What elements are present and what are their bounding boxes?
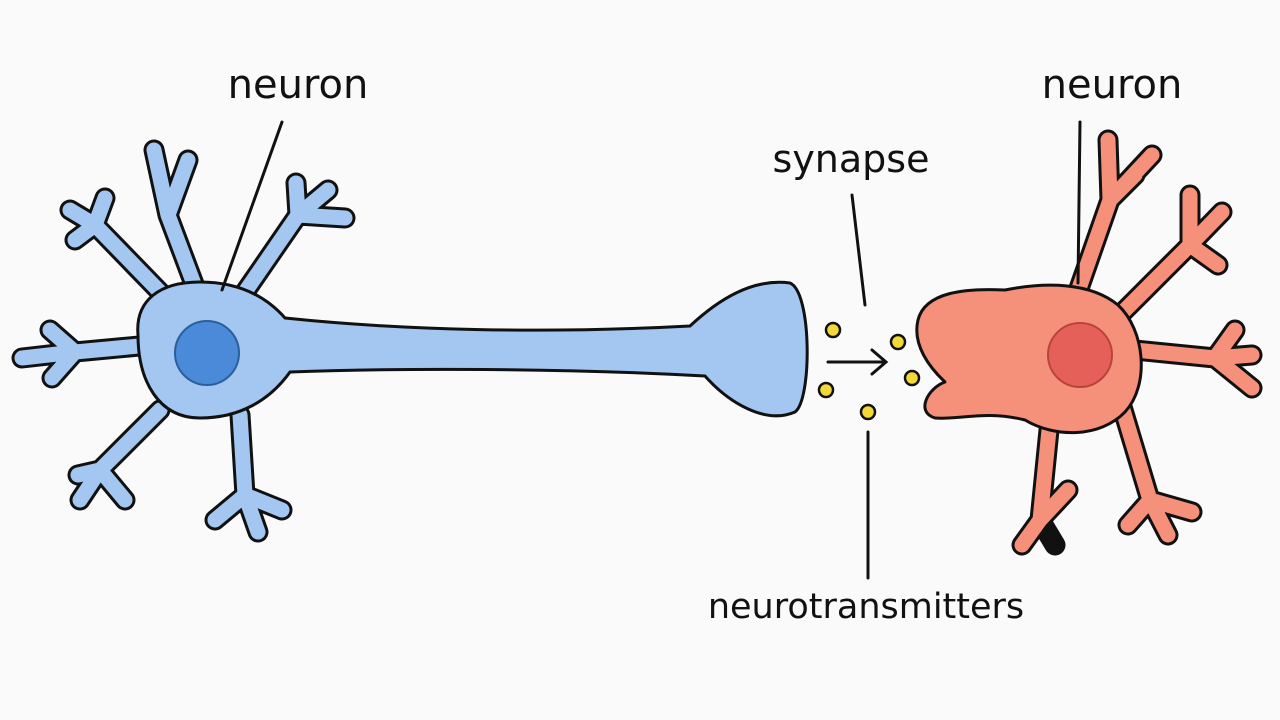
neuron-left-leader — [220, 120, 284, 292]
synapse-leader — [850, 193, 867, 307]
neurotransmitter-dots — [817, 321, 921, 421]
neurotransmitter-dot — [889, 333, 907, 351]
neuron-right-leader — [1076, 120, 1082, 285]
neurotransmitter-dot — [817, 381, 835, 399]
neuron-right — [915, 129, 1263, 556]
neuron-right-label: neuron — [1042, 62, 1183, 108]
signal-arrow — [826, 348, 889, 376]
neuron-left-nucleus — [174, 320, 240, 386]
neurotransmitter-dot — [824, 321, 842, 339]
neuron-right-nucleus — [1047, 322, 1113, 388]
neuron-right-body — [915, 283, 1143, 435]
neurotransmitter-dot — [859, 403, 877, 421]
neuron-left-label: neuron — [228, 62, 369, 108]
neuron-left-body — [136, 280, 809, 420]
neuron-left — [11, 139, 809, 543]
neurotransmitter-dot — [903, 369, 921, 387]
synapse-label: synapse — [773, 137, 930, 181]
neurotransmitters-label: neurotransmitters — [708, 587, 1024, 627]
